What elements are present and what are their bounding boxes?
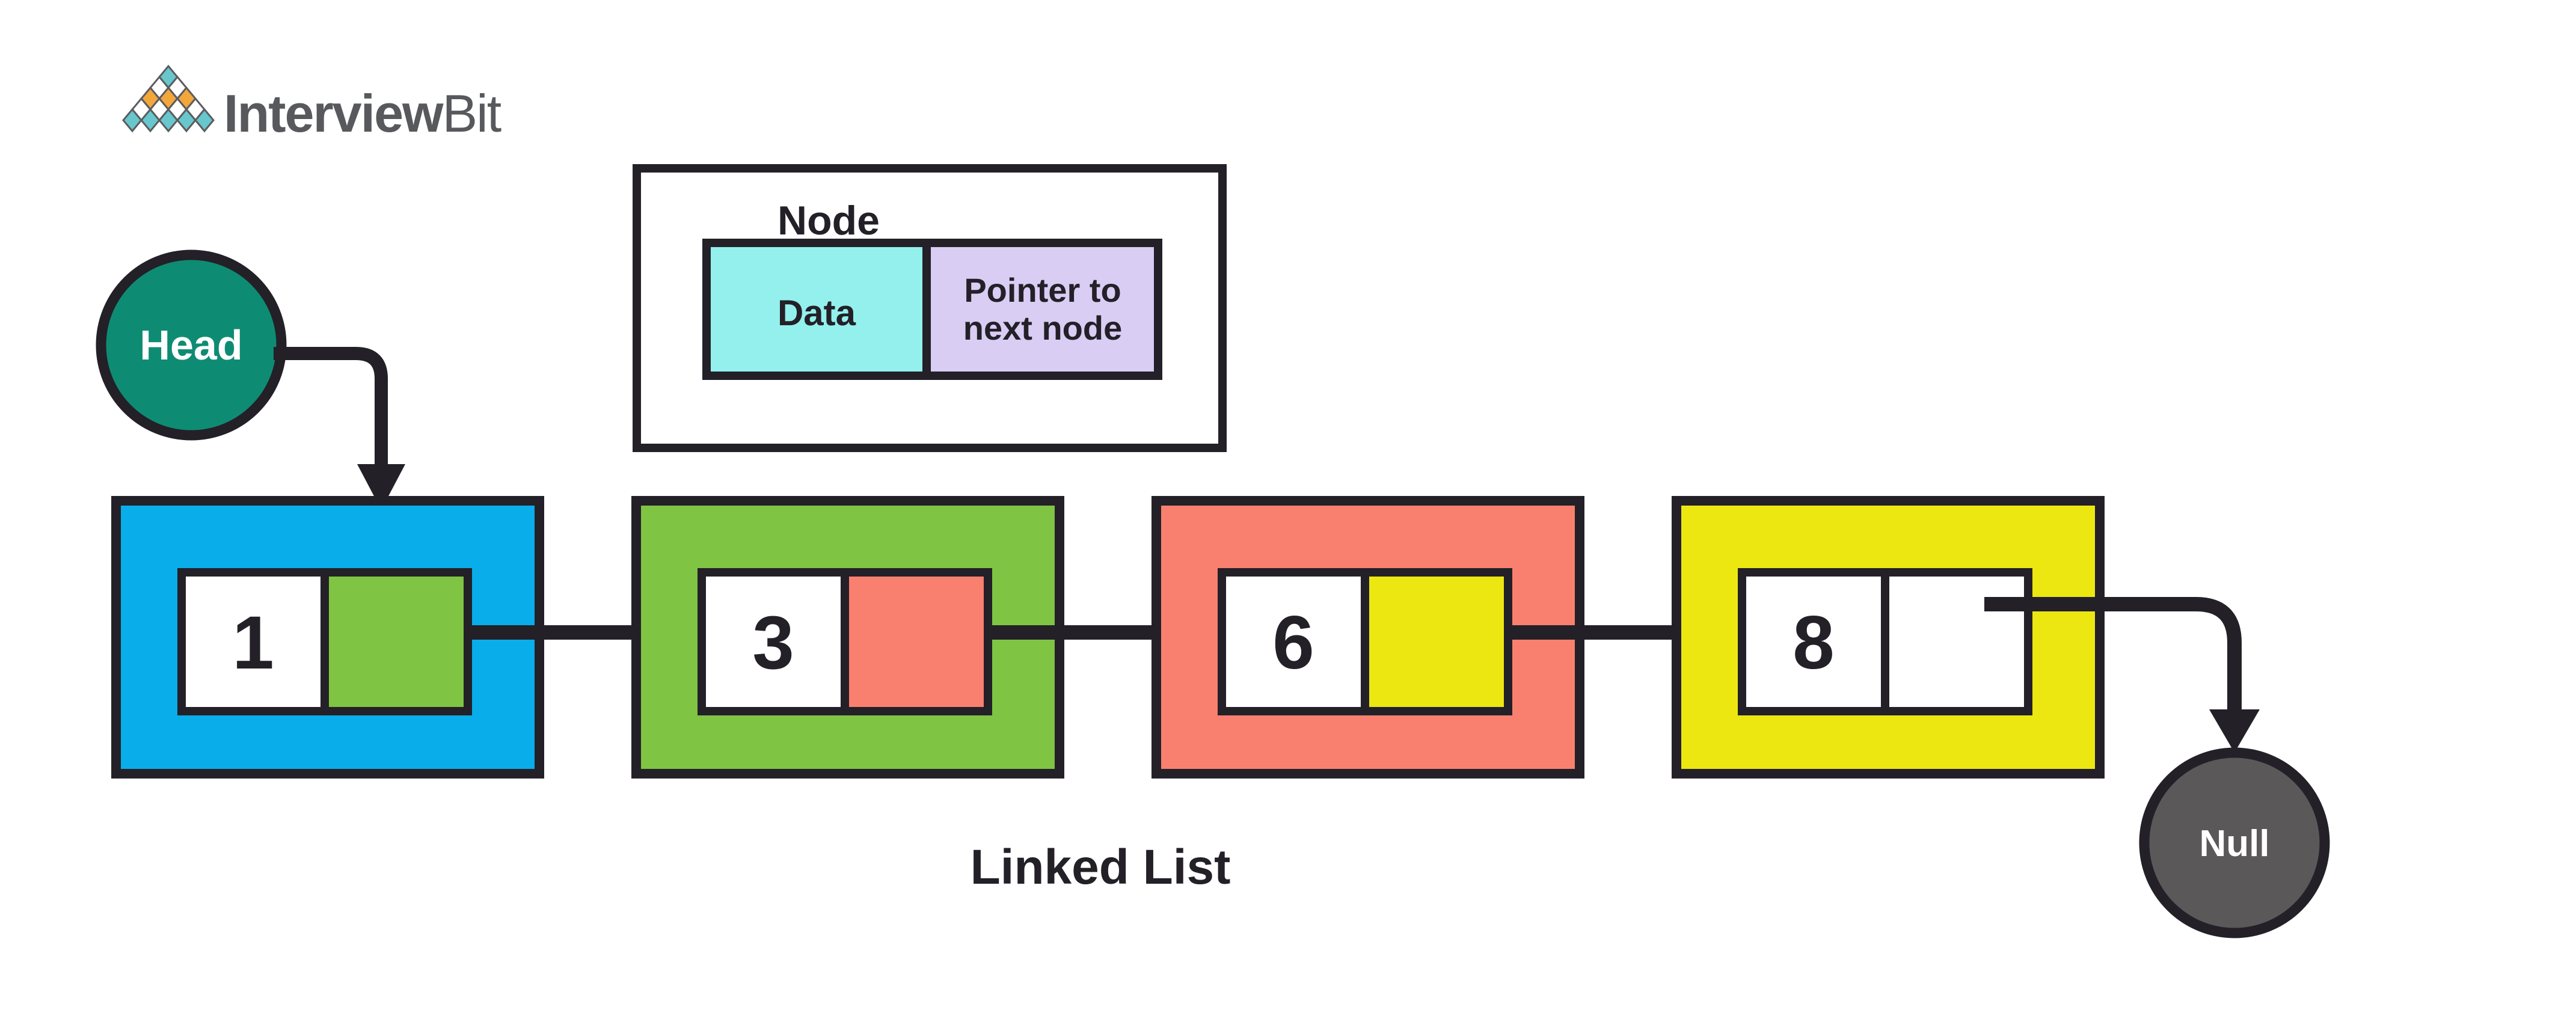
logo-diamond [194,108,215,133]
arrow-line [1984,597,2242,709]
diagram-caption: Linked List [971,840,1231,895]
logo-pyramid-icon [122,64,215,133]
arrowhead-icon [2209,709,2260,753]
head-arrow-line [274,347,388,464]
legend-data-cell [711,247,922,372]
logo-diamond [122,108,143,133]
arrow-node4-null [1984,597,2260,753]
list-node-1: 1 [111,496,544,779]
head-arrowhead-icon [357,464,405,510]
null-terminator: Null [2139,747,2330,938]
null-label: Null [2199,823,2269,864]
legend-pointer-label-line2: next node [963,309,1122,347]
node-3-data-cell [1226,577,1361,707]
head-circle [96,249,287,441]
list-node-4: 8 [1672,496,2105,779]
legend-data-label: Data [777,293,856,333]
logo-diamond [158,108,179,133]
legend-title: Node [777,198,880,243]
node-1-pointer-cell [329,577,464,707]
node-1-value: 1 [232,601,274,685]
node-3-pointer-cell [1369,577,1504,707]
logo-wordmark: InterviewBit [224,84,501,143]
node-2-value: 3 [752,601,794,685]
legend-pointer-label-line1: Pointer to [964,271,1121,309]
logo-diamond [140,108,161,133]
head-label: Head [140,322,242,369]
node-2-data-cell [706,577,841,707]
node-1-data-cell [186,577,320,707]
node-2-pointer-cell [849,577,984,707]
node-4-pointer-cell [1889,577,2024,707]
node-4-data-cell [1746,577,1881,707]
head-pointer: Head [96,249,405,510]
logo-diamond [176,108,197,133]
logo-wordmark-light: Bit [442,84,501,143]
legend-pointer-cell [931,247,1154,372]
node-3-value: 6 [1272,601,1314,685]
list-node-2: 3 [631,496,1064,779]
null-circle [2139,747,2330,938]
logo-wordmark-bold: Interview [224,84,444,143]
node-4-value: 8 [1792,601,1835,685]
interviewbit-logo: InterviewBit [122,64,503,143]
